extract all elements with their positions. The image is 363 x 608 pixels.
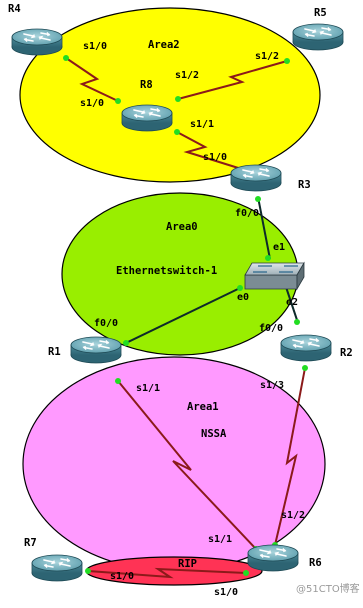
area2-label: Area2 bbox=[148, 39, 180, 51]
iface-label: s1/0 bbox=[80, 98, 104, 109]
router-icon-r6[interactable] bbox=[247, 544, 299, 572]
router-icon-r2[interactable] bbox=[280, 334, 332, 362]
iface-label: f0/0 bbox=[259, 323, 283, 334]
router-label-r8: R8 bbox=[140, 79, 153, 91]
area2-region bbox=[19, 7, 321, 183]
link-r3-switch bbox=[257, 196, 271, 260]
port-dot bbox=[237, 285, 243, 291]
link-r8-r5 bbox=[177, 60, 288, 100]
iface-label: s1/3 bbox=[260, 380, 284, 391]
port-dot bbox=[175, 96, 181, 102]
port-dot bbox=[265, 255, 271, 261]
link-r7-r6 bbox=[87, 567, 247, 579]
switch-icon[interactable] bbox=[244, 261, 305, 291]
router-icon-r5[interactable] bbox=[292, 23, 344, 51]
rip-label: RIP bbox=[178, 558, 197, 570]
link-r8-r3 bbox=[176, 131, 249, 172]
iface-label: s1/0 bbox=[203, 152, 227, 163]
iface-label: s1/1 bbox=[136, 383, 160, 394]
router-icon-r7[interactable] bbox=[31, 554, 83, 582]
iface-label: e0 bbox=[237, 292, 249, 303]
switch-label: Ethernetswitch-1 bbox=[116, 265, 217, 277]
port-dot bbox=[243, 570, 249, 576]
port-dot bbox=[294, 319, 300, 325]
router-icon-r1[interactable] bbox=[70, 336, 122, 364]
iface-label: s1/2 bbox=[255, 51, 279, 62]
router-label-r2: R2 bbox=[340, 347, 353, 359]
port-dot bbox=[302, 365, 308, 371]
iface-label: f0/0 bbox=[94, 318, 118, 329]
area1-nssa-label: NSSA bbox=[201, 428, 227, 440]
port-dot bbox=[115, 98, 121, 104]
link-r2-r6 bbox=[274, 367, 306, 546]
router-icon-r8[interactable] bbox=[121, 104, 173, 132]
router-label-r4: R4 bbox=[8, 3, 21, 15]
watermark-text: @51CTO博客 bbox=[296, 582, 360, 595]
router-icon-r4[interactable] bbox=[11, 28, 63, 56]
iface-label: e1 bbox=[273, 242, 285, 253]
link-r4-r8 bbox=[65, 57, 119, 102]
port-dot bbox=[284, 58, 290, 64]
link-switch-r1 bbox=[125, 287, 241, 344]
area1-label: Area1 bbox=[187, 401, 219, 413]
iface-label: s1/0 bbox=[83, 41, 107, 52]
port-dot bbox=[115, 378, 121, 384]
iface-label: s1/1 bbox=[208, 534, 232, 545]
link-r1-r6 bbox=[117, 380, 257, 550]
area0-label: Area0 bbox=[166, 221, 198, 233]
router-label-r6: R6 bbox=[309, 557, 322, 569]
iface-label: e2 bbox=[286, 297, 298, 308]
router-label-r3: R3 bbox=[298, 179, 311, 191]
port-dot bbox=[85, 568, 91, 574]
port-dot bbox=[123, 340, 129, 346]
iface-label: s1/0 bbox=[110, 571, 134, 582]
iface-label: s1/2 bbox=[281, 510, 305, 521]
port-dot bbox=[63, 55, 69, 61]
iface-label: s1/2 bbox=[175, 70, 199, 81]
router-label-r7: R7 bbox=[24, 537, 37, 549]
router-label-r1: R1 bbox=[48, 346, 61, 358]
port-dot bbox=[174, 129, 180, 135]
link-switch-r2 bbox=[284, 283, 299, 324]
port-dot bbox=[255, 196, 261, 202]
router-icon-r3[interactable] bbox=[230, 164, 282, 192]
iface-label: f0/0 bbox=[235, 208, 259, 219]
iface-label: s1/0 bbox=[214, 587, 238, 598]
router-label-r5: R5 bbox=[314, 7, 327, 19]
iface-label: s1/1 bbox=[190, 119, 214, 130]
